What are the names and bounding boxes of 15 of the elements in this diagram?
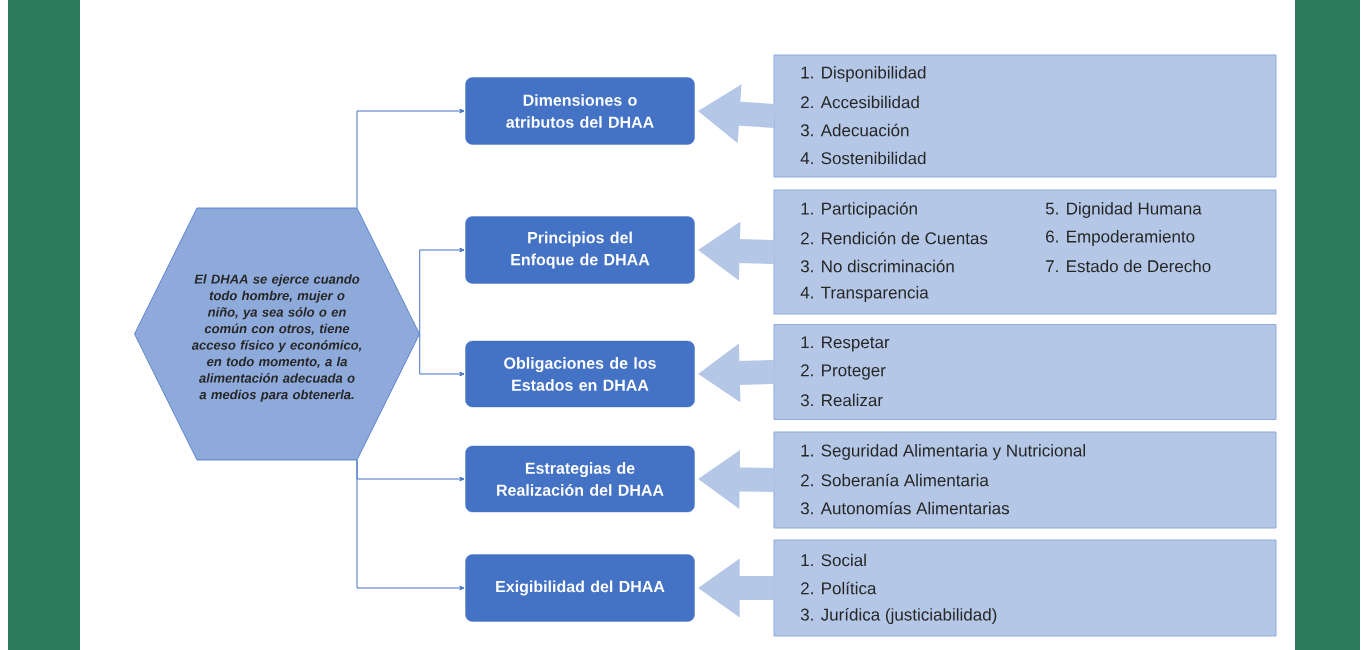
topic-box: Exigibilidad del DHAA bbox=[465, 554, 695, 622]
list-box: 1. Respetar 2. Proteger 3. Realizar bbox=[773, 324, 1277, 420]
list-box: 1. Seguridad Alimentaria y Nutricional 2. Soberanía Alimentaria 3. Autonomías Alimentarias bbox=[773, 431, 1277, 529]
hexagon: El DHAA se ejerce cuando todo hombre, mujer o niño, ya sea sólo o en común con otros, tiene acceso físico y económico, en todo momento, a la alimentación adecuada o a medios para obtenerla. bbox=[134, 207, 420, 461]
arrow bbox=[419, 247, 465, 335]
topic-box: Obligaciones de los Estados en DHAA bbox=[465, 340, 695, 408]
topic-box: Dimensiones o atributos del DHAA bbox=[465, 77, 695, 145]
arrow bbox=[356, 459, 465, 591]
arrow bbox=[419, 333, 465, 377]
topic-box: Principios del Enfoque de DHAA bbox=[465, 216, 695, 284]
list-box: 1. Social 2. Política 3. Jurídica (justiciabilidad) bbox=[773, 539, 1277, 637]
list-box: 1. Disponibilidad 2. Accesibilidad 3. Adecuación 4. Sostenibilidad bbox=[773, 54, 1277, 178]
topic-box: Estrategias de Realización del DHAA bbox=[465, 445, 695, 513]
list-box: 1. Participación 2. Rendición de Cuentas 3. No discriminación 4. Transparencia 5. Dignidad Humana 6. Empoderamiento 7. Estado de Derecho bbox=[773, 189, 1277, 315]
arrow bbox=[356, 108, 465, 209]
